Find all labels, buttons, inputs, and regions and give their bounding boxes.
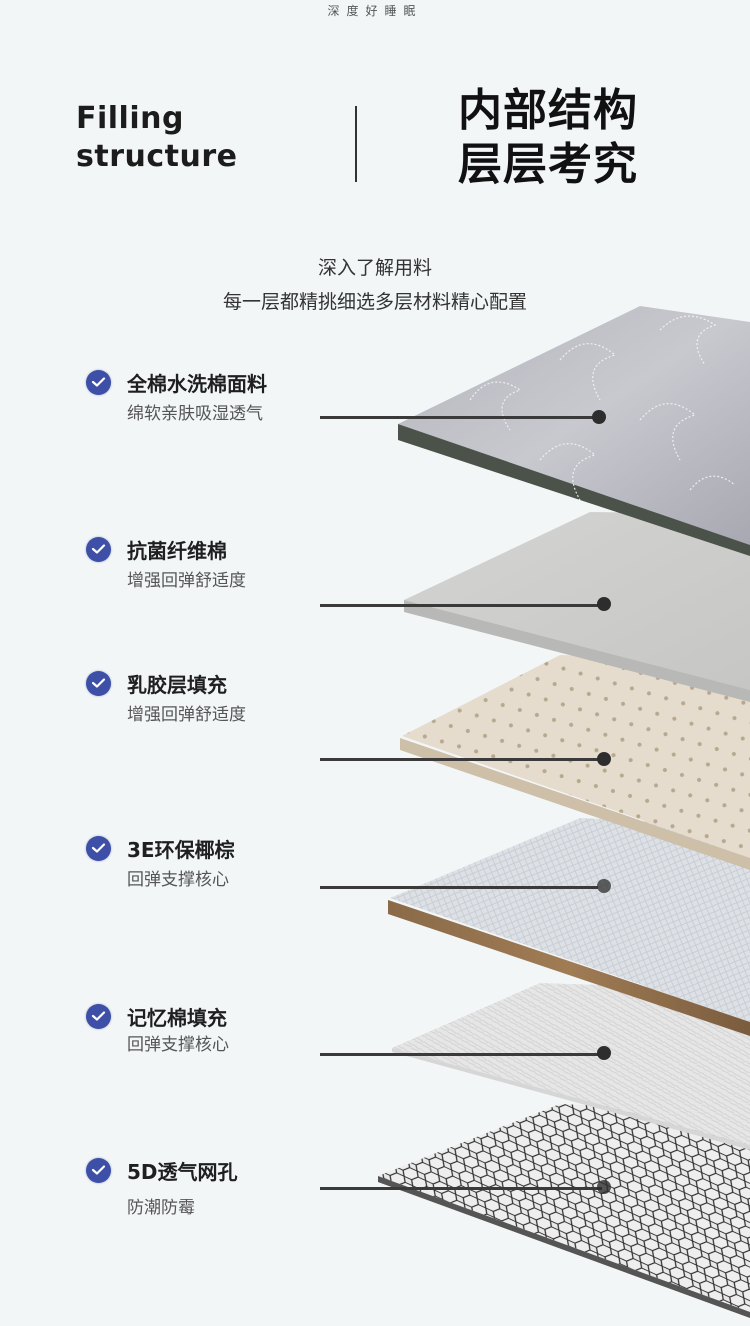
layer-title: 乳胶层填充: [127, 673, 227, 697]
layer-title: 5D透气网孔: [127, 1160, 238, 1184]
layer-desc: 增强回弹舒适度: [127, 571, 246, 591]
layer-title: 全棉水洗棉面料: [127, 372, 267, 396]
leader-line-5: [320, 1053, 600, 1056]
layer-5d-mesh-illustration: [378, 1104, 750, 1318]
hero-chinese-line1: 内部结构: [458, 85, 638, 136]
layer-desc: 防潮防霉: [127, 1198, 195, 1218]
layer-desc: 回弹支撑核心: [127, 1035, 229, 1055]
check-circle-icon: [86, 537, 111, 562]
callout-dot-6: [597, 1180, 611, 1194]
layer-memory-foam-illustration: [392, 983, 750, 1150]
callout-dot-5: [597, 1046, 611, 1060]
callout-dot-3: [597, 752, 611, 766]
leader-line-6: [320, 1187, 602, 1190]
intro-heading: 深入了解用料: [317, 257, 432, 279]
layer-quilted-fabric-illustration: [398, 306, 750, 556]
layer-desc: 增强回弹舒适度: [127, 705, 246, 725]
layer-title: 3E环保椰棕: [127, 838, 235, 862]
check-circle-icon: [86, 671, 111, 696]
leader-line-3: [320, 758, 600, 761]
callout-dot-4: [597, 879, 611, 893]
check-circle-icon: [86, 836, 111, 861]
layer-fiber-cotton-illustration: [404, 512, 750, 702]
leader-line-4: [320, 886, 598, 889]
callout-dot-1: [592, 410, 606, 424]
hero-english-line2: structure: [76, 139, 238, 174]
leader-line-2: [320, 604, 600, 607]
layer-desc: 绵软亲肤吸湿透气: [127, 404, 263, 424]
hero-english-line1: Filling: [76, 101, 184, 136]
check-circle-icon: [86, 1158, 111, 1183]
callout-dot-2: [597, 597, 611, 611]
hero-chinese-line2: 层层考究: [458, 139, 638, 190]
layer-desc: 回弹支撑核心: [127, 870, 229, 890]
hero-chinese-title: 内部结构 层层考究: [458, 84, 638, 192]
layer-title: 抗菌纤维棉: [127, 539, 227, 563]
leader-line-1: [320, 416, 595, 419]
intro-subheading: 每一层都精挑细选多层材料精心配置: [222, 291, 527, 313]
top-tagline: 深度好睡眠: [327, 4, 423, 18]
check-circle-icon: [86, 1004, 111, 1029]
layer-title: 记忆棉填充: [127, 1006, 227, 1030]
hero-english-title: Filling structure: [76, 100, 237, 176]
layer-3e-coir-illustration: [388, 818, 750, 1036]
layer-latex-illustration: [400, 655, 750, 870]
check-circle-icon: [86, 370, 111, 395]
hero-divider: [355, 106, 357, 182]
